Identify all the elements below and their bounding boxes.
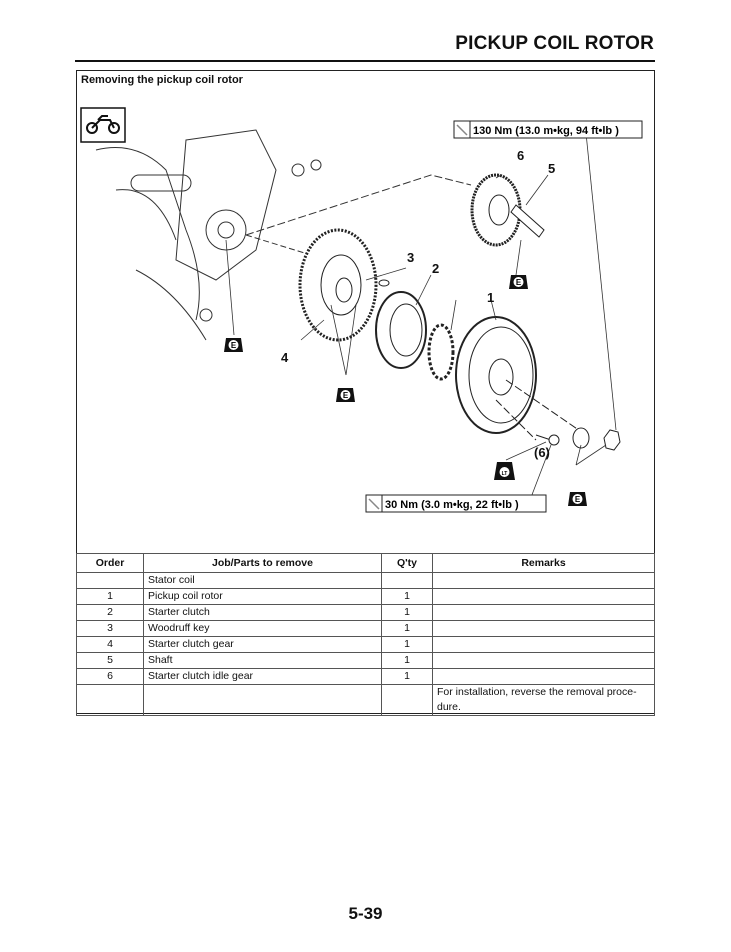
label-1: 1	[487, 290, 494, 305]
parts-table: Order Job/Parts to remove Q'ty Remarks S…	[76, 553, 655, 716]
label-6-paren: (6)	[534, 445, 550, 460]
col-part: Job/Parts to remove	[143, 553, 382, 573]
oil-e-badge-icon: E	[509, 275, 528, 289]
cell-qty: 1	[381, 620, 433, 637]
cell-part: Starter clutch idle gear	[143, 668, 382, 685]
cell-part: Shaft	[143, 652, 382, 669]
locktite-badge-icon: LT	[494, 462, 515, 480]
cell-part: Starter clutch gear	[143, 636, 382, 653]
cell-order: 6	[76, 668, 144, 685]
cell-part	[143, 684, 382, 716]
col-remarks: Remarks	[432, 553, 655, 573]
cell-order: 3	[76, 620, 144, 637]
leader-lines	[225, 132, 617, 501]
starter-clutch-gear	[298, 228, 378, 342]
col-order: Order	[76, 553, 144, 573]
cell-qty: 1	[381, 604, 433, 621]
page-number: 5-39	[348, 904, 383, 923]
oil-e-badge-icon: E	[336, 388, 355, 402]
label-6: 6	[517, 148, 524, 163]
engine-case-drawing	[95, 129, 472, 341]
cell-qty: 1	[381, 652, 433, 669]
motorcycle-icon	[80, 107, 126, 143]
svg-text:E: E	[516, 278, 522, 287]
label-5: 5	[548, 161, 555, 176]
cell-part: Stator coil	[143, 572, 382, 589]
shaft	[510, 204, 545, 238]
part-labels: 1 2 3 4 5 6 (6)	[281, 148, 555, 460]
page-title: PICKUP COIL ROTOR	[455, 33, 654, 54]
cell-remarks	[432, 588, 655, 605]
label-2: 2	[432, 261, 439, 276]
torque-wrench-icon	[368, 498, 380, 510]
cell-remarks	[432, 668, 655, 685]
cell-part: Pickup coil rotor	[143, 588, 382, 605]
cell-remarks	[432, 620, 655, 637]
torque-bottom: 30 Nm (3.0 m•kg, 22 ft•lb )	[365, 494, 547, 513]
cell-part: Woodruff key	[143, 620, 382, 637]
cell-remarks	[432, 636, 655, 653]
cell-qty: 1	[381, 668, 433, 685]
label-3: 3	[407, 250, 414, 265]
cell-qty	[381, 572, 433, 589]
cell-order: 5	[76, 652, 144, 669]
bolt-washer-nut	[535, 427, 621, 451]
section-subtitle: Removing the pickup coil rotor	[81, 74, 243, 86]
torque-wrench-icon	[456, 124, 468, 136]
title-rule	[75, 60, 655, 62]
cell-order	[76, 684, 144, 716]
cell-remarks	[432, 652, 655, 669]
cell-remarks	[432, 572, 655, 589]
cell-order: 4	[76, 636, 144, 653]
svg-text:30 Nm (3.0 m•kg, 22 ft•lb ): 30 Nm (3.0 m•kg, 22 ft•lb )	[385, 499, 519, 511]
cell-part: Starter clutch	[143, 604, 382, 621]
exploded-diagram: 1 2 3 4 5 6 (6) 130 Nm (13.0 m•kg, 94 ft…	[80, 107, 643, 513]
oil-e-badge-icon: E	[224, 338, 243, 352]
pickup-coil-rotor	[455, 316, 587, 441]
cell-remarks	[432, 604, 655, 621]
svg-text:LT: LT	[502, 471, 508, 477]
table-row: Stator coil	[76, 572, 655, 589]
cell-qty: 1	[381, 588, 433, 605]
cell-qty: 1	[381, 636, 433, 653]
svg-text:130 Nm (13.0 m•kg, 94 ft•lb ): 130 Nm (13.0 m•kg, 94 ft•lb )	[473, 125, 619, 137]
cell-order: 2	[76, 604, 144, 621]
cell-order	[76, 572, 144, 589]
table-header-row: Order Job/Parts to remove Q'ty Remarks	[76, 553, 655, 573]
oil-e-badge-icon: E	[568, 492, 587, 506]
cell-order: 1	[76, 588, 144, 605]
cell-remarks: For installation, reverse the removal pr…	[432, 684, 655, 716]
table-row: For installation, reverse the removal pr…	[76, 684, 655, 716]
col-qty: Q'ty	[381, 553, 433, 573]
torque-top: 130 Nm (13.0 m•kg, 94 ft•lb )	[453, 120, 643, 139]
label-4: 4	[281, 350, 289, 365]
svg-text:E: E	[343, 391, 349, 400]
cell-qty	[381, 684, 433, 716]
svg-text:E: E	[575, 495, 581, 504]
svg-text:E: E	[231, 341, 237, 350]
woodruff-key	[378, 279, 390, 287]
starter-clutch	[375, 291, 455, 381]
